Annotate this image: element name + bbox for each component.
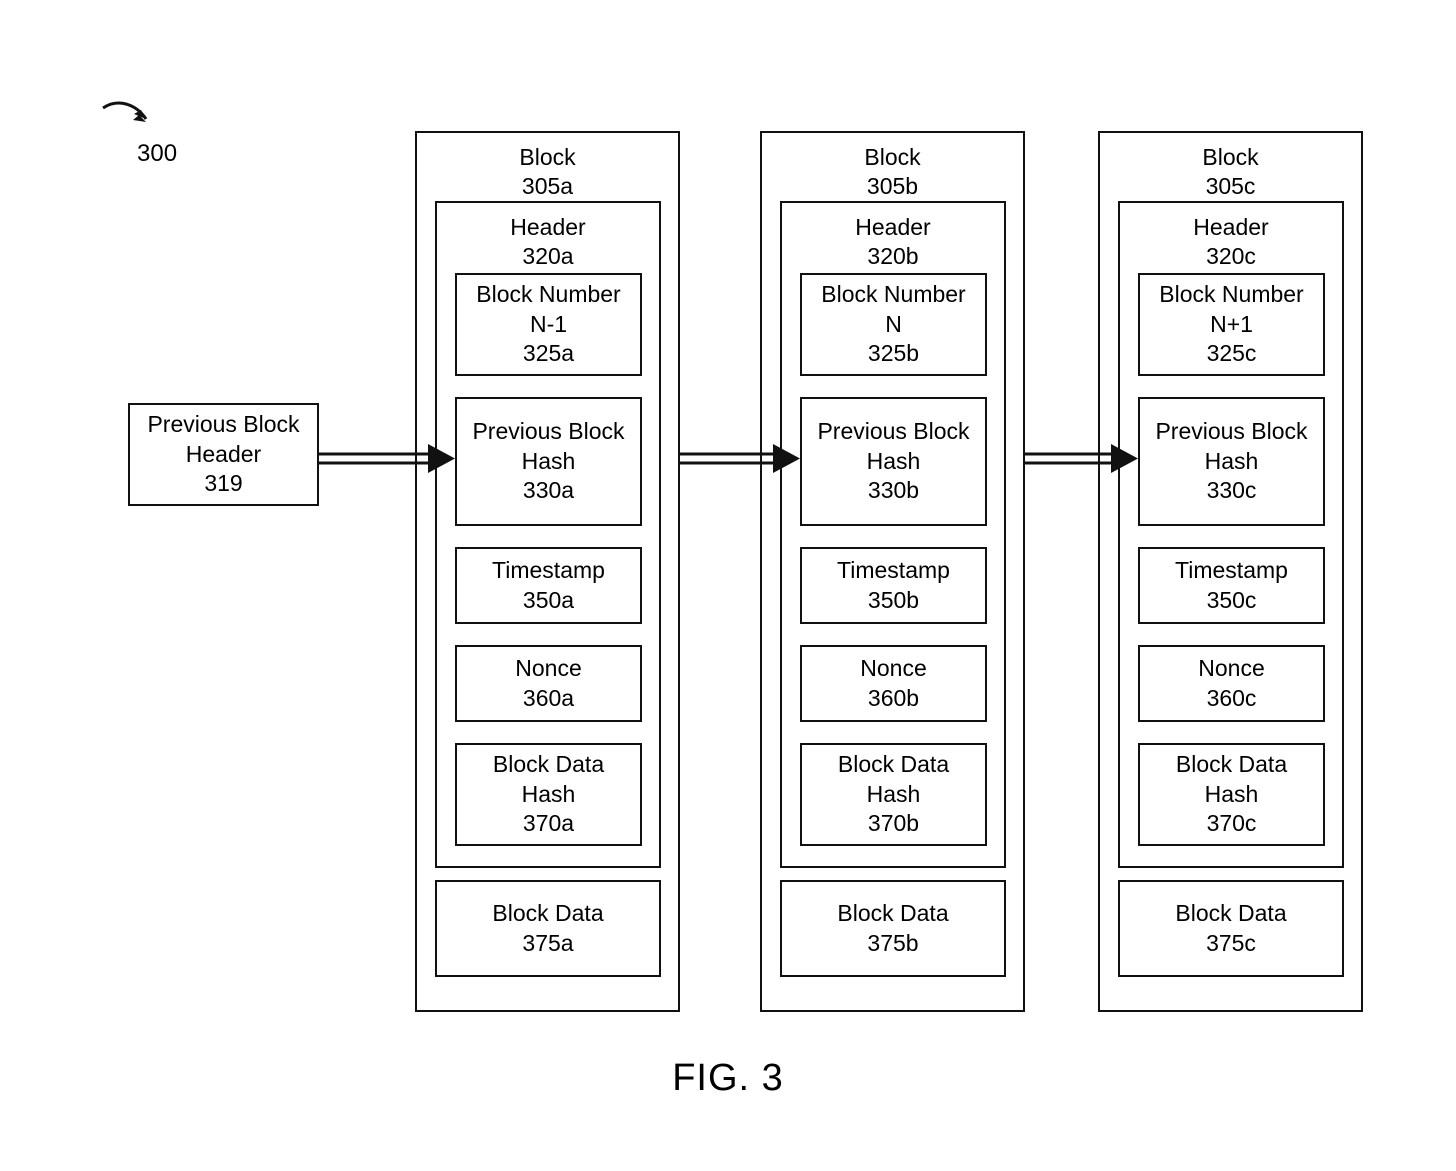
figure-caption: FIG. 3 bbox=[672, 1057, 784, 1099]
field-timestamp-350c: Timestamp 350c bbox=[1138, 547, 1325, 624]
field-previous-block-hash-330a: Previous Block Hash 330a bbox=[455, 397, 642, 526]
field-line1: Block Number bbox=[821, 281, 966, 308]
header-title: Header bbox=[510, 214, 586, 240]
block-ref: 305a bbox=[521, 173, 574, 199]
block-data-375c: Block Data 375c bbox=[1118, 880, 1344, 977]
field-line2: N+1 bbox=[1210, 310, 1253, 337]
block-ref: 305b bbox=[866, 173, 919, 199]
field-ref: 370c bbox=[1206, 810, 1257, 837]
field-line2: N bbox=[885, 310, 902, 337]
previous-block-header-line2: Header bbox=[185, 440, 262, 467]
block-305a: Block 305a Header 320a Block Number N-1 … bbox=[415, 131, 680, 1012]
field-line1: Block Number bbox=[1159, 281, 1304, 308]
block-305c: Block 305c Header 320c Block Number N+1 … bbox=[1098, 131, 1363, 1012]
previous-block-header-ref: 319 bbox=[204, 470, 243, 497]
field-block-data-hash-370c: Block Data Hash 370c bbox=[1138, 743, 1325, 846]
field-line1: Block Data bbox=[1175, 751, 1288, 778]
field-ref: 350c bbox=[1206, 586, 1257, 613]
field-ref: 330a bbox=[522, 477, 575, 504]
field-block-data-hash-370a: Block Data Hash 370a bbox=[455, 743, 642, 846]
field-ref: 330b bbox=[867, 477, 920, 504]
field-line2: N-1 bbox=[529, 310, 568, 337]
field-ref: 330c bbox=[1206, 477, 1257, 504]
header-ref: 320b bbox=[867, 243, 919, 269]
field-line2: Hash bbox=[1204, 780, 1259, 807]
field-line1: Previous Block bbox=[817, 418, 970, 445]
field-line2: Hash bbox=[1204, 447, 1259, 474]
block-305b: Block 305b Header 320b Block Number N 32… bbox=[760, 131, 1025, 1012]
header-ref: 320c bbox=[1206, 243, 1256, 269]
field-timestamp-350b: Timestamp 350b bbox=[800, 547, 987, 624]
field-ref: 325b bbox=[867, 340, 920, 367]
field-nonce-360b: Nonce 360b bbox=[800, 645, 987, 722]
field-ref: 360b bbox=[867, 684, 920, 711]
block-data-line1: Block Data bbox=[1175, 900, 1287, 927]
field-previous-block-hash-330b: Previous Block Hash 330b bbox=[800, 397, 987, 526]
header-320b: Header 320b Block Number N 325b Previous… bbox=[780, 201, 1006, 868]
field-line2: Hash bbox=[521, 780, 576, 807]
field-ref: 325c bbox=[1206, 340, 1257, 367]
field-line1: Nonce bbox=[1198, 655, 1265, 682]
field-line1: Timestamp bbox=[837, 557, 950, 584]
field-line1: Timestamp bbox=[1175, 557, 1288, 584]
field-ref: 360a bbox=[522, 684, 575, 711]
field-block-number-325a: Block Number N-1 325a bbox=[455, 273, 642, 376]
field-line1: Nonce bbox=[860, 655, 927, 682]
block-data-ref: 375c bbox=[1206, 929, 1256, 956]
block-title: Block bbox=[519, 144, 576, 170]
field-timestamp-350a: Timestamp 350a bbox=[455, 547, 642, 624]
block-data-375a: Block Data 375a bbox=[435, 880, 661, 977]
block-data-line1: Block Data bbox=[492, 900, 604, 927]
field-line1: Timestamp bbox=[492, 557, 605, 584]
header-320a: Header 320a Block Number N-1 325a Previo… bbox=[435, 201, 661, 868]
field-nonce-360a: Nonce 360a bbox=[455, 645, 642, 722]
field-line1: Nonce bbox=[515, 655, 582, 682]
field-ref: 325a bbox=[522, 340, 575, 367]
header-320c: Header 320c Block Number N+1 325c Previo… bbox=[1118, 201, 1344, 868]
field-ref: 360c bbox=[1206, 684, 1257, 711]
field-ref: 370a bbox=[522, 810, 575, 837]
header-title: Header bbox=[1193, 214, 1269, 240]
block-ref: 305c bbox=[1205, 173, 1256, 199]
block-data-ref: 375b bbox=[867, 929, 919, 956]
field-ref: 370b bbox=[867, 810, 920, 837]
block-data-line1: Block Data bbox=[837, 900, 949, 927]
diagram-reference-number: 300 bbox=[137, 140, 178, 167]
block-data-375b: Block Data 375b bbox=[780, 880, 1006, 977]
field-ref: 350a bbox=[522, 586, 575, 613]
field-block-data-hash-370b: Block Data Hash 370b bbox=[800, 743, 987, 846]
field-line1: Block Data bbox=[837, 751, 950, 778]
header-ref: 320a bbox=[522, 243, 574, 269]
field-block-number-325c: Block Number N+1 325c bbox=[1138, 273, 1325, 376]
field-line2: Hash bbox=[866, 780, 921, 807]
field-line1: Block Data bbox=[492, 751, 605, 778]
block-title: Block bbox=[1202, 144, 1259, 170]
previous-block-header-319-box: Previous Block Header 319 bbox=[128, 403, 319, 506]
block-title: Block bbox=[864, 144, 921, 170]
header-title: Header bbox=[855, 214, 931, 240]
field-line1: Block Number bbox=[476, 281, 621, 308]
field-block-number-325b: Block Number N 325b bbox=[800, 273, 987, 376]
field-ref: 350b bbox=[867, 586, 920, 613]
previous-block-header-line1: Previous Block bbox=[147, 411, 300, 438]
field-line1: Previous Block bbox=[1155, 418, 1308, 445]
field-previous-block-hash-330c: Previous Block Hash 330c bbox=[1138, 397, 1325, 526]
field-line2: Hash bbox=[521, 447, 576, 474]
field-line2: Hash bbox=[866, 447, 921, 474]
field-nonce-360c: Nonce 360c bbox=[1138, 645, 1325, 722]
field-line1: Previous Block bbox=[472, 418, 625, 445]
block-data-ref: 375a bbox=[522, 929, 574, 956]
